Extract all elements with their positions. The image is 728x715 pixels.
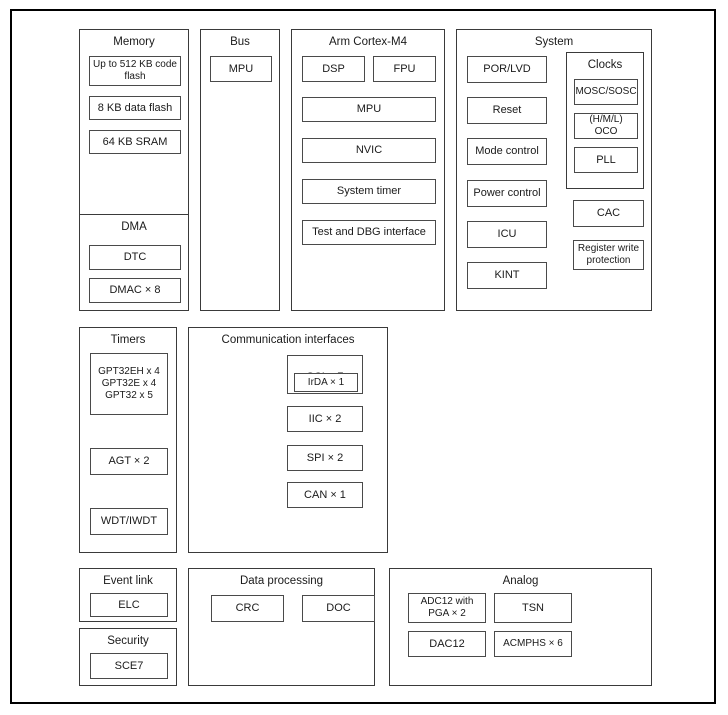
block-fpu[interactable]: FPU [373, 56, 436, 82]
block-sram[interactable]: 64 KB SRAM [89, 130, 181, 154]
section-communication-interfaces: Communication interfaces SCI × 7 IrDA × … [188, 327, 388, 553]
section-bus-title: Bus [230, 36, 250, 48]
section-arm-cortex-m4-title: Arm Cortex-M4 [329, 36, 407, 48]
block-nvic[interactable]: NVIC [302, 138, 436, 163]
block-icu[interactable]: ICU [467, 221, 547, 248]
block-test-dbg-interface[interactable]: Test and DBG interface [302, 220, 436, 245]
section-communication-interfaces-title: Communication interfaces [221, 334, 355, 346]
block-acmphs[interactable]: ACMPHS × 6 [494, 631, 572, 657]
block-wdt-iwdt[interactable]: WDT/IWDT [90, 508, 168, 535]
block-gpt32[interactable]: GPT32EH x 4 GPT32E x 4 GPT32 x 5 [90, 353, 168, 415]
block-reset[interactable]: Reset [467, 97, 547, 124]
block-pll[interactable]: PLL [574, 147, 638, 173]
section-data-processing-title: Data processing [239, 575, 324, 587]
section-analog-title: Analog [502, 575, 539, 587]
section-dma: DMA DTC DMAC × 8 [79, 214, 189, 311]
section-system: System POR/LVD Reset Mode control Power … [456, 29, 652, 311]
block-dsp[interactable]: DSP [302, 56, 365, 82]
block-code-flash[interactable]: Up to 512 KB code flash [89, 56, 181, 86]
block-power-control[interactable]: Power control [467, 180, 547, 207]
block-system-timer[interactable]: System timer [302, 179, 436, 204]
block-spi[interactable]: SPI × 2 [287, 445, 363, 471]
block-tsn[interactable]: TSN [494, 593, 572, 623]
block-mosc-sosc[interactable]: MOSC/SOSC [574, 79, 638, 105]
block-data-flash[interactable]: 8 KB data flash [89, 96, 181, 120]
block-can[interactable]: CAN × 1 [287, 482, 363, 508]
block-dtc[interactable]: DTC [89, 245, 181, 270]
subsection-clocks-title: Clocks [587, 59, 623, 71]
section-timers-title: Timers [110, 334, 146, 346]
section-data-processing: Data processing CRC DOC [188, 568, 375, 686]
block-agt[interactable]: AGT × 2 [90, 448, 168, 475]
block-iic[interactable]: IIC × 2 [287, 406, 363, 432]
block-bus-mpu[interactable]: MPU [210, 56, 272, 82]
block-register-write-protection[interactable]: Register write protection [573, 240, 644, 270]
block-por-lvd[interactable]: POR/LVD [467, 56, 547, 83]
section-event-link-title: Event link [103, 575, 153, 587]
subsection-clocks: Clocks MOSC/SOSC (H/M/L) OCO PLL [566, 52, 644, 189]
block-crc[interactable]: CRC [211, 595, 284, 622]
section-security: Security SCE7 [79, 628, 177, 686]
block-cpu-mpu[interactable]: MPU [302, 97, 436, 122]
section-memory: Memory Up to 512 KB code flash 8 KB data… [79, 29, 189, 219]
block-cac[interactable]: CAC [573, 200, 644, 227]
block-hml-oco[interactable]: (H/M/L) OCO [574, 113, 638, 139]
section-security-title: Security [107, 635, 149, 647]
section-bus: Bus MPU [200, 29, 280, 311]
chip-outer-frame: Memory Up to 512 KB code flash 8 KB data… [10, 9, 716, 704]
section-memory-title: Memory [113, 36, 155, 48]
block-doc[interactable]: DOC [302, 595, 375, 622]
block-sci[interactable]: SCI × 7 IrDA × 1 [287, 355, 363, 394]
section-timers: Timers GPT32EH x 4 GPT32E x 4 GPT32 x 5 … [79, 327, 177, 553]
block-dmac[interactable]: DMAC × 8 [89, 278, 181, 303]
section-arm-cortex-m4: Arm Cortex-M4 DSP FPU MPU NVIC System ti… [291, 29, 445, 311]
block-irda[interactable]: IrDA × 1 [294, 373, 358, 392]
block-elc[interactable]: ELC [90, 593, 168, 617]
section-dma-title: DMA [121, 221, 147, 233]
section-event-link: Event link ELC [79, 568, 177, 622]
block-adc12[interactable]: ADC12 with PGA × 2 [408, 593, 486, 623]
section-system-title: System [534, 36, 574, 48]
block-dac12[interactable]: DAC12 [408, 631, 486, 657]
block-sce7[interactable]: SCE7 [90, 653, 168, 679]
block-kint[interactable]: KINT [467, 262, 547, 289]
block-mode-control[interactable]: Mode control [467, 138, 547, 165]
section-analog: Analog ADC12 with PGA × 2 TSN DAC12 ACMP… [389, 568, 652, 686]
